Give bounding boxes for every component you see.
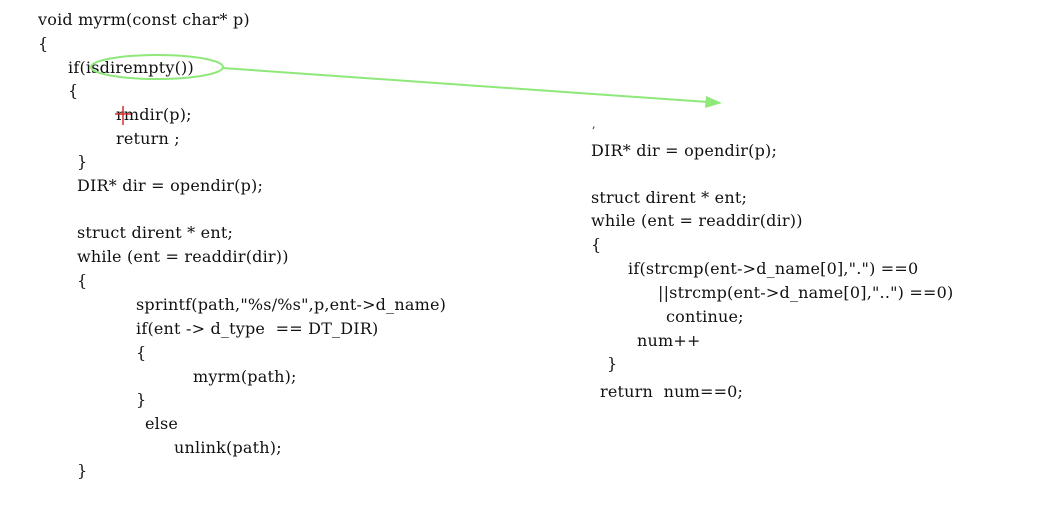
code-line-num-increment: num++: [637, 331, 701, 350]
code-line-unlink: unlink(path);: [174, 438, 282, 457]
code-line-continue: continue;: [666, 307, 744, 326]
code-line-return: return ;: [116, 129, 180, 148]
code-line-opendir: DIR* dir = opendir(p);: [77, 176, 264, 195]
highlight-arrow-line: [221, 67, 709, 103]
code-line-else: else: [145, 414, 179, 433]
code-line-close-brace: }: [136, 390, 147, 409]
code-line-struct-dirent: struct dirent * ent;: [77, 223, 234, 242]
code-line-open-brace: {: [77, 271, 88, 290]
code-line-close-brace: }: [607, 354, 618, 373]
code-line-return-num: return num==0;: [600, 382, 744, 401]
arrow-head-icon: [705, 96, 722, 108]
code-line-struct-dirent: struct dirent * ent;: [591, 188, 748, 207]
code-line-while-readdir: while (ent = readdir(dir)): [591, 211, 803, 230]
code-line-myrm-recursive: myrm(path);: [193, 367, 297, 386]
code-line-close-brace: }: [77, 461, 88, 480]
code-line-function-signature: void myrm(const char* p): [38, 10, 250, 29]
code-line-while-readdir: while (ent = readdir(dir)): [77, 247, 289, 266]
code-line-or-strcmp-dotdot: ||strcmp(ent->d_name[0],"..") ==0): [658, 283, 954, 302]
code-line-if-strcmp-dot: if(strcmp(ent->d_name[0],".") ==0: [628, 259, 919, 278]
code-line-open-brace: {: [136, 343, 147, 362]
code-line-opendir: DIR* dir = opendir(p);: [591, 141, 778, 160]
code-line-sprintf: sprintf(path,"%s/%s",p,ent->d_name): [136, 295, 447, 314]
code-line-if-dtdir: if(ent -> d_type == DT_DIR): [136, 319, 379, 338]
code-line-close-brace: }: [77, 152, 88, 171]
code-line-open-brace: {: [38, 34, 49, 53]
code-line-open-brace: {: [591, 235, 602, 254]
code-line-rmdir: rmdir(p);: [116, 105, 192, 124]
code-line-if-isdirempty: if(isdirempty()): [68, 58, 194, 77]
code-line-open-brace: {: [68, 81, 79, 100]
code-line-stray-comma: ,: [592, 118, 596, 131]
